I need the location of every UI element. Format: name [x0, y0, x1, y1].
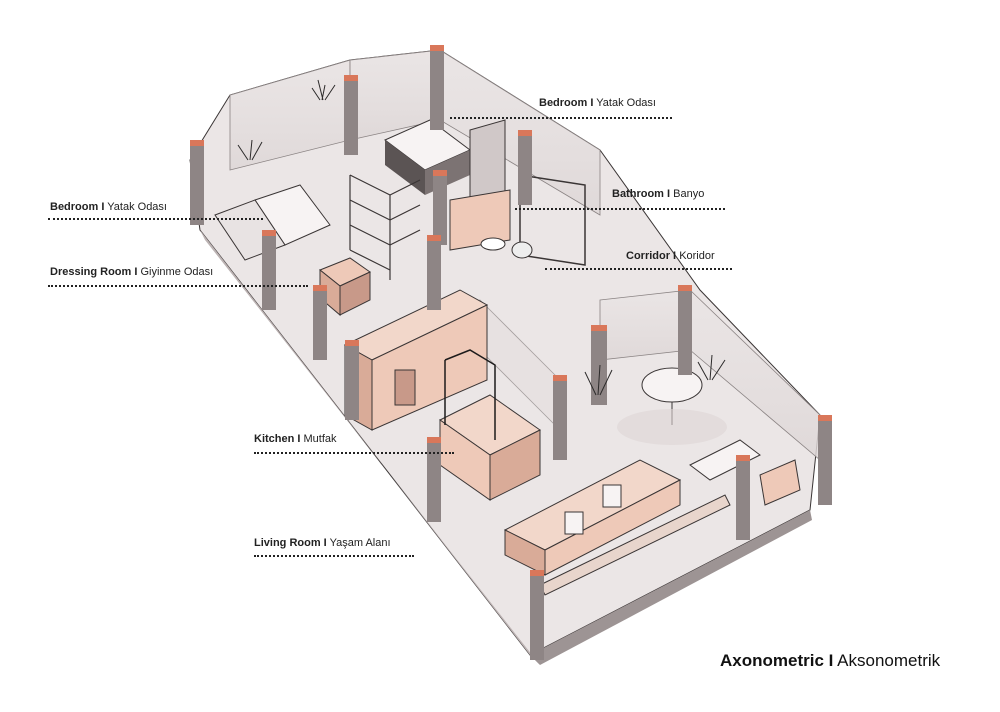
label-kitchen-light: Mutfak — [303, 433, 337, 445]
label-living-bold: Living Room I — [254, 537, 327, 549]
leader-kitchen — [254, 452, 454, 454]
drawing-title-light: Aksonometrik — [837, 651, 941, 670]
shelving — [349, 174, 421, 280]
drawing-title: Axonometric I Aksonometrik — [720, 651, 940, 671]
label-kitchen-bold: Kitchen I — [254, 433, 301, 445]
label-dressing-bold: Dressing Room I — [50, 266, 138, 278]
label-bathroom: Bathroom I Banyo — [612, 188, 704, 200]
label-bathroom-light: Banyo — [673, 188, 705, 200]
label-bedroom-top-light: Yatak Odası — [596, 97, 656, 109]
dressing-cabinet — [319, 257, 371, 317]
label-corridor-light: Koridor — [679, 250, 715, 262]
label-dressing: Dressing Room I Giyinme Odası — [50, 266, 213, 278]
label-dressing-light: Giyinme Odası — [140, 266, 214, 278]
label-corridor: Corridor I Koridor — [626, 250, 715, 262]
dining-table — [617, 367, 727, 445]
label-bedroom-left: Bedroom I Yatak Odası — [50, 201, 167, 213]
label-living-light: Yaşam Alanı — [329, 537, 391, 549]
columns — [190, 45, 832, 660]
leader-dressing — [48, 285, 308, 287]
label-bedroom-left-bold: Bedroom I — [50, 201, 105, 213]
living-console — [503, 459, 731, 596]
label-corridor-bold: Corridor I — [626, 250, 677, 262]
leader-bedroom-left — [48, 218, 263, 220]
label-bedroom-top-bold: Bedroom I — [539, 97, 594, 109]
label-bathroom-bold: Bathroom I — [612, 188, 671, 200]
label-bedroom-top: Bedroom I Yatak Odası — [539, 97, 656, 109]
leader-corridor — [545, 268, 732, 270]
label-bedroom-left-light: Yatak Odası — [107, 201, 167, 213]
bathroom-fixtures — [449, 174, 586, 266]
bed-top — [384, 119, 506, 206]
drawing-title-bold: Axonometric I — [720, 651, 834, 670]
leader-bedroom-top — [450, 117, 672, 119]
label-kitchen: Kitchen I Mutfak — [254, 433, 337, 445]
leader-living — [254, 555, 414, 557]
label-living: Living Room I Yaşam Alanı — [254, 537, 391, 549]
leader-bathroom — [515, 208, 725, 210]
armchair — [689, 439, 801, 506]
kitchen-island — [439, 349, 541, 501]
plants — [237, 79, 726, 396]
